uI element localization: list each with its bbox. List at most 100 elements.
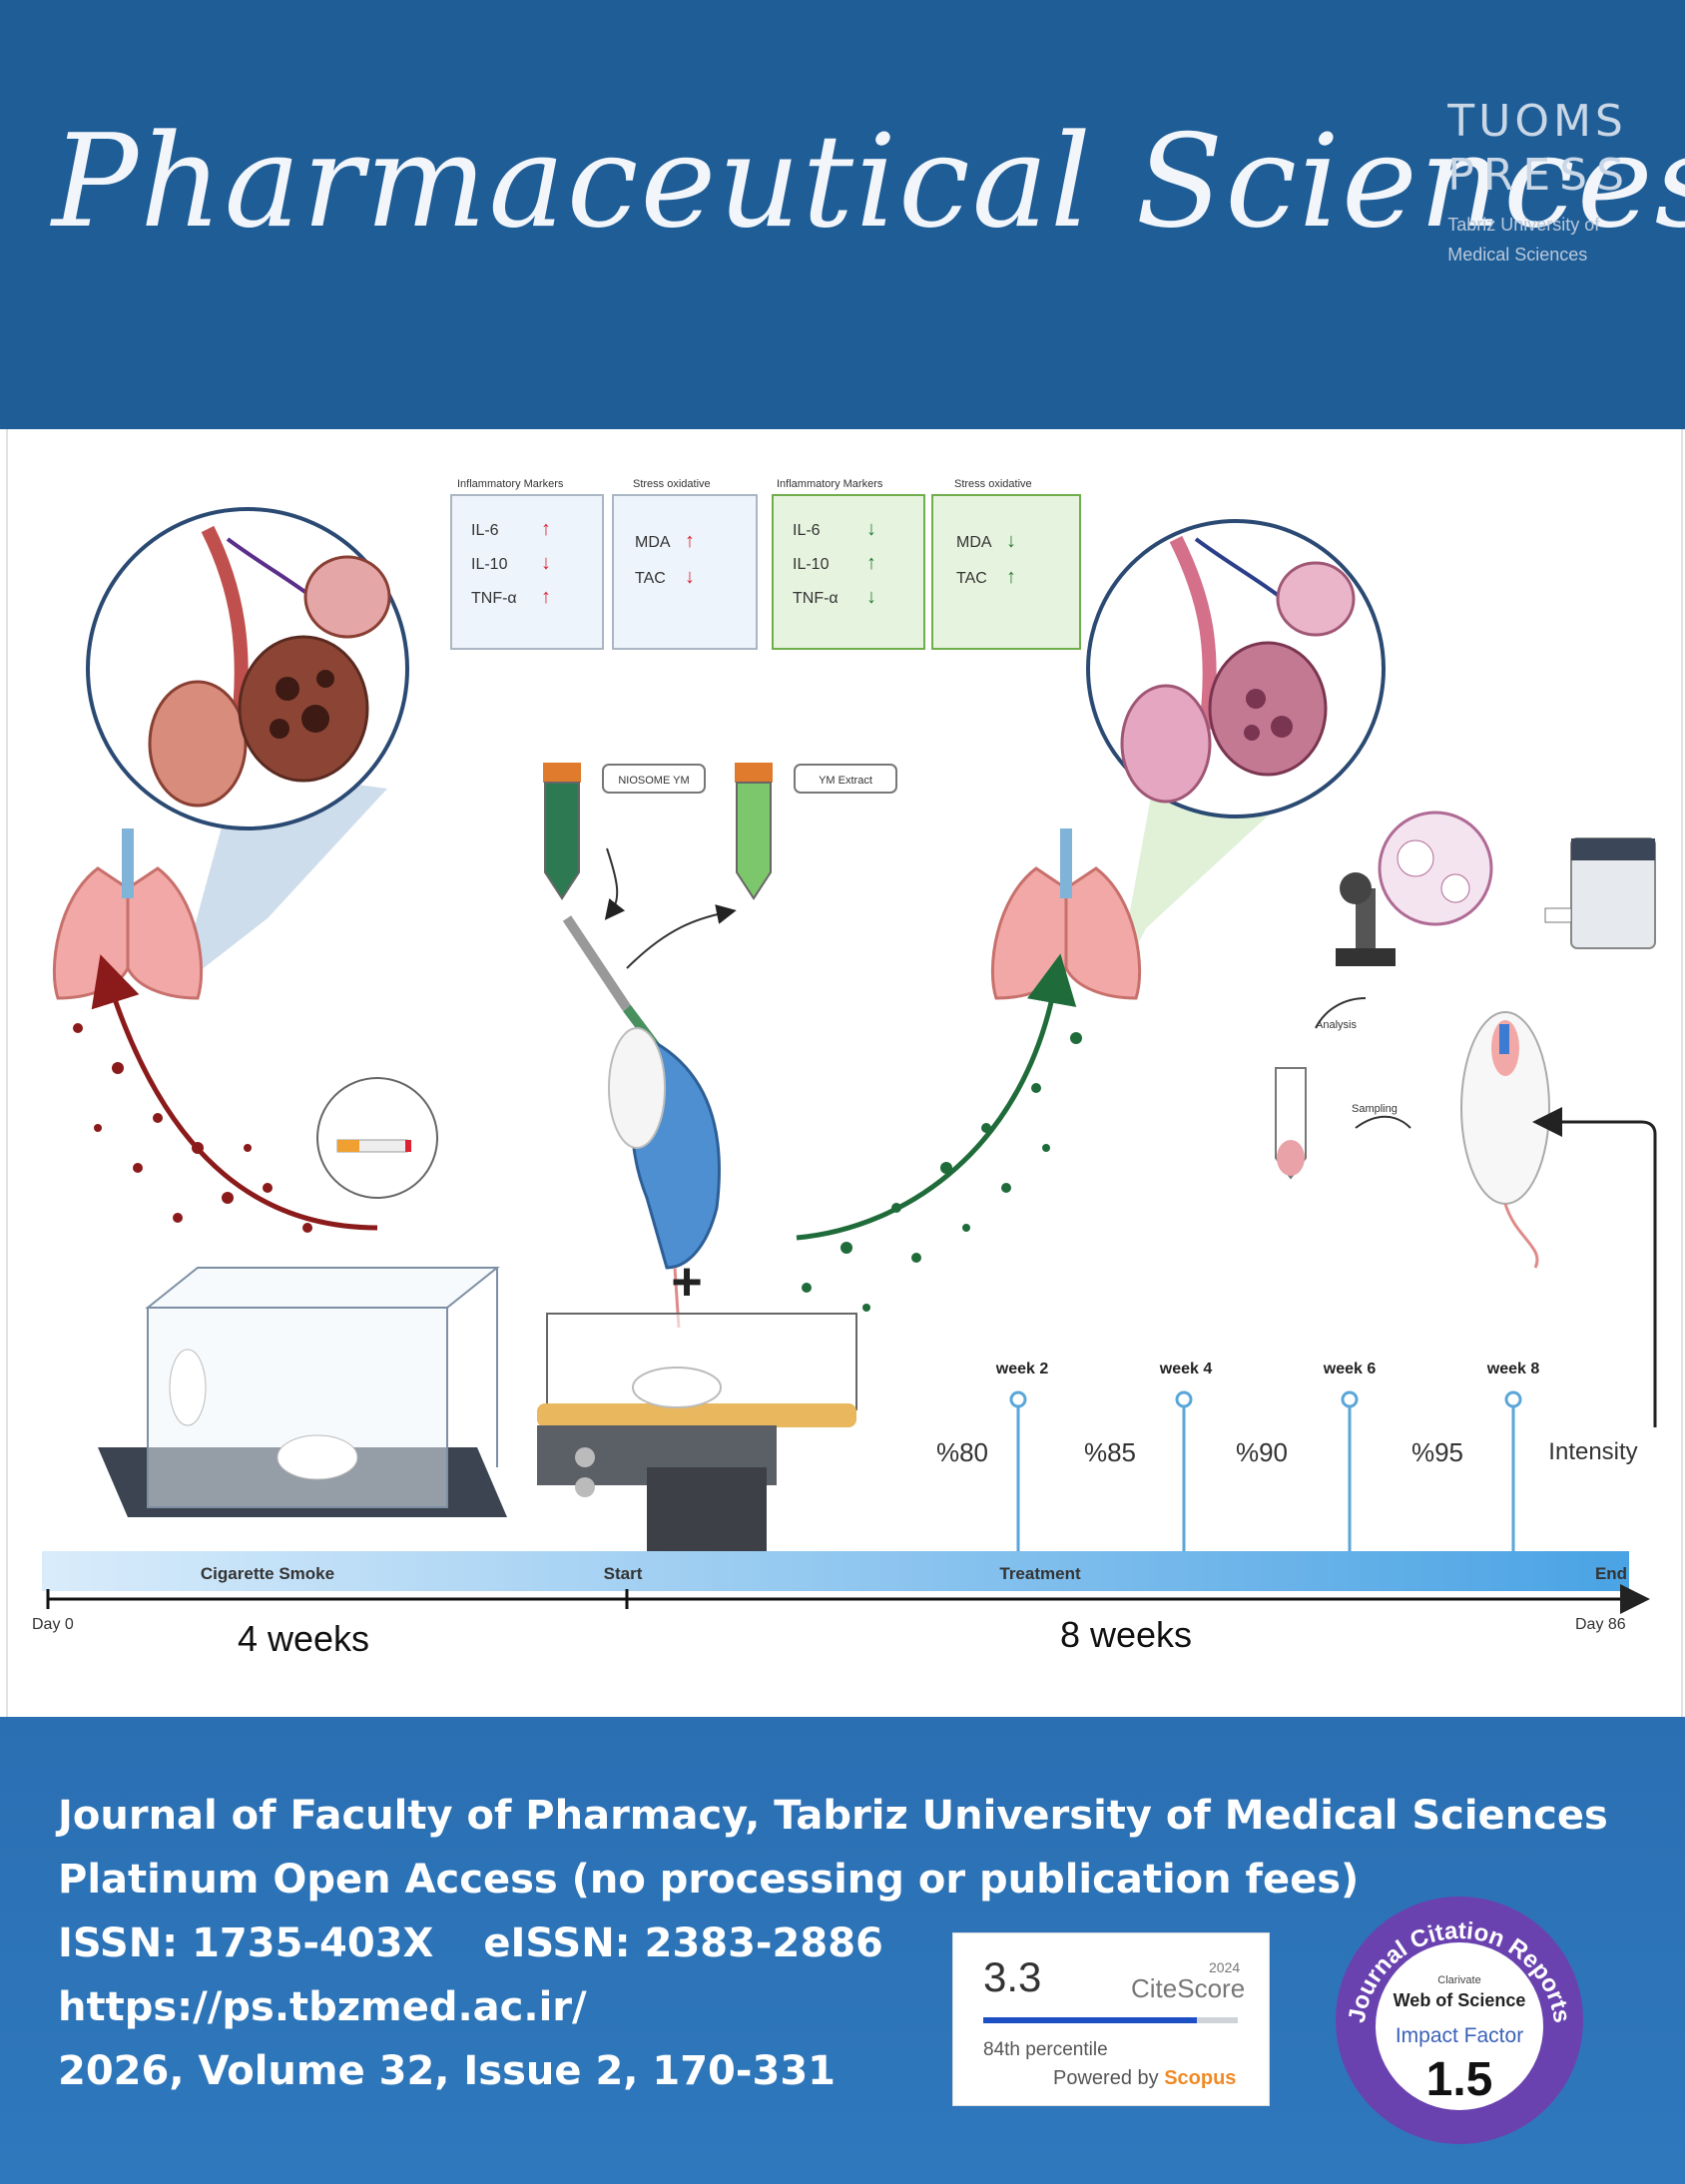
- smoke-chamber: [98, 1267, 507, 1517]
- tube-label-2: YM Extract: [819, 775, 872, 787]
- issn: ISSN: 1735-403X: [58, 1920, 434, 1966]
- marker-panel-2: Stress oxidative MDA ↑ TAC ↓: [612, 478, 758, 650]
- cigarette-zoom: [316, 1077, 438, 1199]
- down-arrow-icon: ↓: [866, 518, 876, 540]
- powered-by-text: Powered by: [1053, 2067, 1159, 2089]
- impact-factor-label: Impact Factor: [1395, 2024, 1524, 2047]
- intensity-label: Intensity: [1548, 1438, 1637, 1465]
- publisher-name-line2: PRESS: [1447, 150, 1633, 201]
- treatment-arrow: [796, 953, 1077, 1241]
- analysis-arrow: [1315, 997, 1367, 1029]
- diseased-alveoli-zoom: [86, 507, 409, 988]
- panel-2-row-1: MDA: [635, 534, 671, 551]
- histology-slide: [1378, 811, 1493, 926]
- impact-factor-value: 1.5: [1425, 2053, 1493, 2106]
- sampling-arrow: [1355, 1115, 1411, 1129]
- jcr-inner-disc: [1376, 1942, 1543, 2110]
- panel-4-header: Stress oxidative: [954, 478, 1032, 490]
- smoke-arrow: [91, 954, 378, 1231]
- tube-arrow-1: [604, 847, 626, 920]
- citescore-badge[interactable]: 3.3 2024 CiteScore 84th percentile Power…: [952, 1932, 1270, 2106]
- timeline-cigarette-smoke: Cigarette Smoke: [201, 1564, 334, 1583]
- marker-panel-3: Inflammatory Markers IL-6 ↓ IL-10 ↑ TNF-…: [772, 478, 925, 650]
- intensity-2: %85: [1084, 1437, 1136, 1467]
- treatment-particles: [802, 1032, 1082, 1312]
- issn-line: ISSN: 1735-403X eISSN: 2383-2886: [58, 1920, 883, 1966]
- dissected-rat: [1460, 1011, 1550, 1269]
- marker-panel-1: Inflammatory Markers IL-6 ↑ IL-10 ↓ TNF-…: [450, 478, 604, 650]
- timeline-day86: Day 86: [1575, 1616, 1626, 1633]
- panel-4-row-2: TAC: [956, 570, 987, 587]
- clarivate-label: Clarivate: [1437, 1974, 1481, 1986]
- citescore-value: 3.3: [983, 1953, 1042, 2000]
- timeline-start: Start: [604, 1564, 643, 1583]
- week-label-3: week 6: [1323, 1361, 1377, 1377]
- open-access-note: Platinum Open Access (no processing or p…: [58, 1857, 1360, 1903]
- web-of-science-label: Web of Science: [1393, 1990, 1526, 2010]
- timeline-day0: Day 0: [32, 1616, 74, 1633]
- publisher-logo: TUOMS PRESS Tabriz University of Medical…: [1447, 96, 1633, 270]
- graphical-abstract: Inflammatory Markers IL-6 ↑ IL-10 ↓ TNF-…: [6, 429, 1683, 1717]
- timeline-band: [42, 1551, 1629, 1591]
- panel-1-row-3: TNF-α: [471, 590, 517, 607]
- intensity-1: %80: [936, 1437, 988, 1467]
- citescore-percentile-fill: [983, 2017, 1198, 2023]
- down-arrow-icon: ↓: [1006, 530, 1016, 552]
- week-markers: [1009, 1390, 1522, 1553]
- scopus-logo: Scopus: [1164, 2067, 1237, 2089]
- panel-2-header: Stress oxidative: [633, 478, 711, 490]
- tube-label-1: NIOSOME YM: [618, 775, 689, 787]
- tube-arrow-2: [626, 904, 737, 969]
- up-arrow-icon: ↑: [1006, 566, 1016, 588]
- plus-icon: +: [671, 1252, 703, 1312]
- citescore-label: CiteScore: [1131, 1973, 1246, 2003]
- panel-4-row-1: MDA: [956, 534, 992, 551]
- left-lungs: [52, 828, 204, 1000]
- citescore-powered-by: Powered by Scopus: [1053, 2067, 1236, 2090]
- microscope: [1336, 872, 1396, 966]
- panel-3-row-3: TNF-α: [793, 590, 839, 607]
- journal-title: Pharmaceutical Sciences: [52, 108, 1685, 257]
- down-arrow-icon: ↓: [541, 552, 551, 574]
- panel-3-header: Inflammatory Markers: [777, 478, 883, 490]
- up-arrow-icon: ↑: [866, 552, 876, 574]
- down-arrow-icon: ↓: [685, 566, 695, 588]
- right-lungs: [990, 828, 1142, 1000]
- citescore-percentile-bar: [983, 2017, 1238, 2023]
- week-label-2: week 4: [1159, 1361, 1213, 1377]
- week-label-4: week 8: [1486, 1361, 1540, 1377]
- marker-panel-4: Stress oxidative MDA ↓ TAC ↑: [931, 478, 1081, 650]
- timeline-end: End: [1595, 1564, 1627, 1583]
- sampling-label: Sampling: [1352, 1103, 1398, 1115]
- publisher-sub-line2: Medical Sciences: [1447, 245, 1588, 265]
- publisher-sub-line1: Tabriz University of: [1447, 215, 1600, 235]
- up-arrow-icon: ↑: [541, 518, 551, 540]
- panel-1-row-1: IL-6: [471, 522, 499, 539]
- panel-1-row-2: IL-10: [471, 556, 508, 573]
- panel-3-row-1: IL-6: [793, 522, 821, 539]
- journal-affiliation: Journal of Faculty of Pharmacy, Tabriz U…: [58, 1793, 1608, 1839]
- treadmill: [537, 1313, 857, 1567]
- issue-info: 2026, Volume 32, Issue 2, 170-331: [58, 2048, 836, 2094]
- down-arrow-icon: ↓: [866, 586, 876, 608]
- extract-tube: YM Extract: [735, 763, 897, 900]
- timeline-duration-2: 8 weeks: [1060, 1614, 1192, 1655]
- panel-1-header: Inflammatory Markers: [457, 478, 564, 490]
- jcr-impact-factor-badge[interactable]: Journal Citation Reports Clarivate Web o…: [1334, 1895, 1585, 2146]
- cover-header: Pharmaceutical Sciences TUOMS PRESS Tabr…: [0, 0, 1685, 429]
- panel-3-row-2: IL-10: [793, 556, 830, 573]
- niosome-tube: NIOSOME YM: [543, 763, 706, 900]
- end-arrow: [1532, 1107, 1657, 1427]
- panel-2-row-2: TAC: [635, 570, 666, 587]
- eissn: eISSN: 2383-2886: [483, 1920, 883, 1966]
- recovered-alveoli-zoom: [1086, 519, 1386, 988]
- timeline-duration-1: 4 weeks: [238, 1618, 369, 1659]
- publisher-name-line1: TUOMS: [1447, 96, 1627, 147]
- up-arrow-icon: ↑: [685, 530, 695, 552]
- jcr-badge-svg: Journal Citation Reports: [1336, 1897, 1583, 2144]
- analyzer-machine: [1544, 837, 1656, 949]
- week-label-1: week 2: [995, 1361, 1049, 1377]
- graphical-abstract-svg: Inflammatory Markers IL-6 ↑ IL-10 ↓ TNF-…: [32, 478, 1657, 1659]
- intensity-4: %95: [1411, 1437, 1463, 1467]
- journal-url[interactable]: https://ps.tbzmed.ac.ir/: [58, 1984, 587, 2030]
